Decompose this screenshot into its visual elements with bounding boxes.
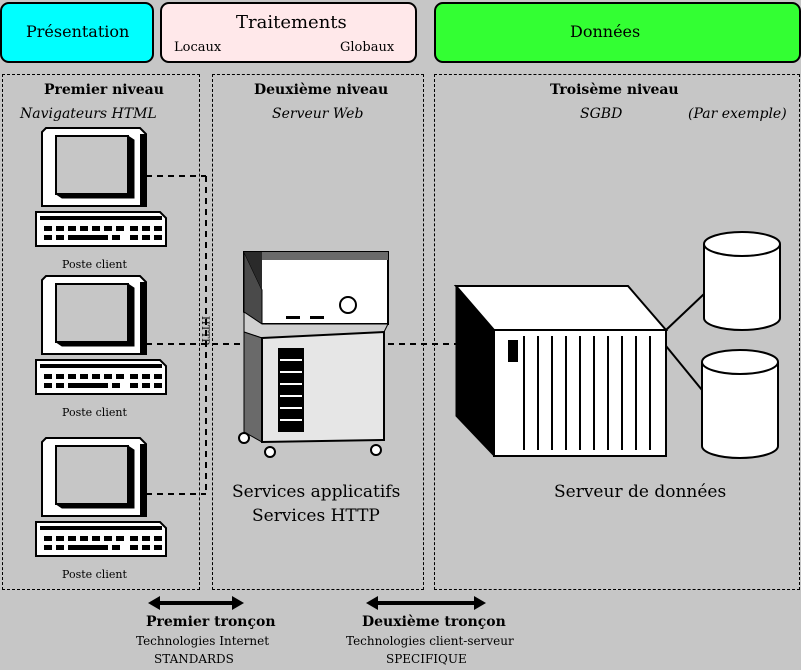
tier3-subtitle: SGBD [580,106,623,122]
tier2-title: Deuxième niveau [254,82,389,98]
database-cylinders [665,231,781,459]
data-server-label: Serveur de données [554,482,727,502]
troncon2-title: Deuxième tronçon [362,614,506,630]
troncon2-line1: Technologies client-serveur [346,634,514,648]
tier3-example: (Par exemple) [688,106,787,122]
troncon1-title: Premier tronçon [146,614,276,630]
client-label-1: Poste client [62,258,127,271]
services-applicatifs: Services applicatifs [232,482,401,502]
http-tag: HTTP [199,316,210,345]
troncon1-line2: STANDARDS [154,652,234,666]
services-http: Services HTTP [252,506,380,526]
client-label-3: Poste client [62,568,127,581]
web-server-drawing [238,251,389,458]
tier3-panel [434,74,800,590]
tier2-panel [212,74,424,590]
globaux-label: Globaux [340,40,395,55]
presentation-label: Présentation [26,22,130,41]
donnees-box: Données [434,2,801,63]
troncon1-line1: Technologies Internet [136,634,270,648]
tier1-subtitle: Navigateurs HTML [20,106,157,122]
tier1-title: Premier niveau [44,82,164,98]
presentation-box: Présentation [0,2,154,63]
troncon2-line2: SPECIFIQUE [386,652,467,666]
locaux-label: Locaux [174,40,222,55]
traitements-label: Traitements [236,12,347,33]
client-label-2: Poste client [62,406,127,419]
data-server-drawing [453,284,669,458]
tier2-subtitle: Serveur Web [272,106,364,122]
tier3-title: Troisème niveau [550,82,679,98]
tier1-panel [2,74,200,590]
traitements-box: Traitements Locaux Globaux [160,2,417,63]
donnees-label: Données [570,22,641,41]
